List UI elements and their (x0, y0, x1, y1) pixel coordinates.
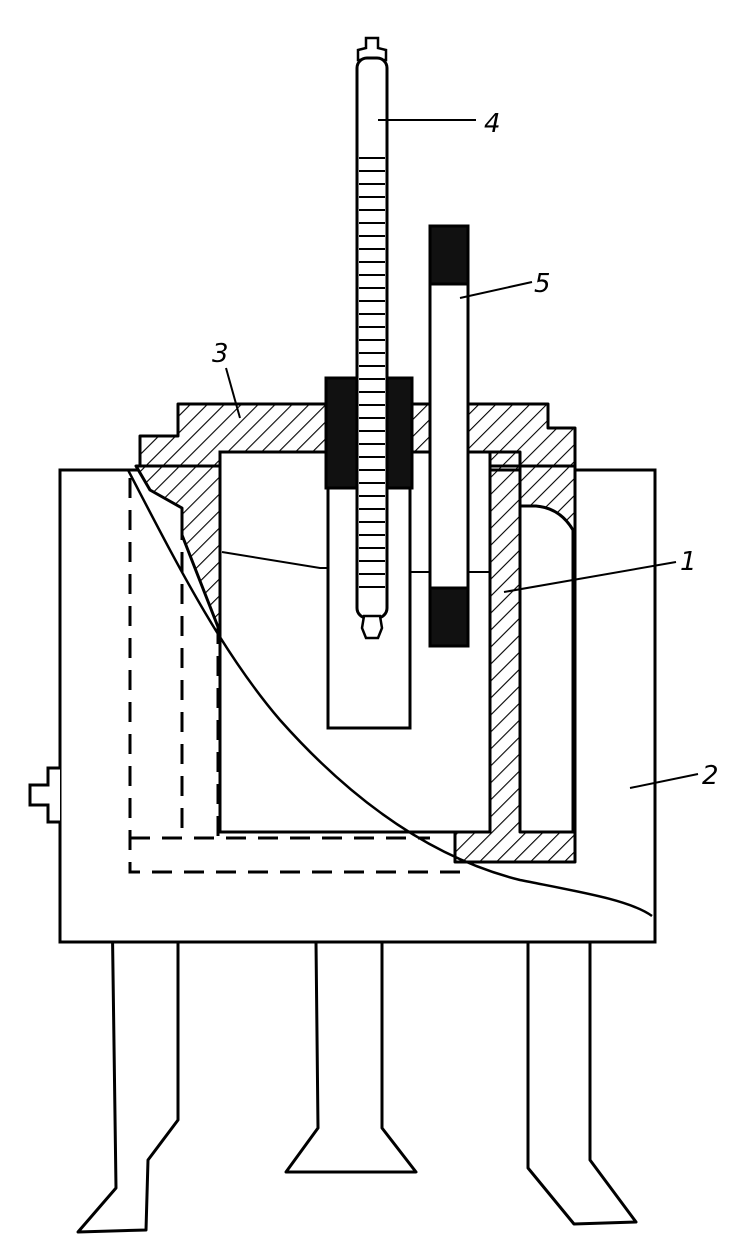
left-leg (76, 898, 180, 1234)
callout-label-2: 2 (702, 761, 719, 791)
right-leg (526, 898, 638, 1226)
side-tube-bottom-cap (428, 586, 470, 648)
side-tube (428, 224, 470, 648)
leader-1 (503, 561, 677, 593)
leader-2 (629, 773, 699, 789)
thermometer (355, 36, 389, 640)
side-tube-top-cap (428, 224, 470, 286)
side-knob (28, 766, 60, 824)
liquid-level (221, 551, 330, 569)
leader-3 (225, 367, 241, 419)
callout-label-1: 1 (680, 547, 697, 577)
callout-label-5: 5 (534, 269, 551, 299)
callout-label-3: 3 (212, 339, 229, 369)
leader-5 (459, 281, 533, 299)
side-tube-body (428, 224, 470, 646)
stand-legs (76, 898, 638, 1234)
thermometer-scale (359, 157, 385, 588)
thermometer-bulb-tip (360, 614, 384, 640)
callout-label-4: 4 (484, 109, 501, 139)
thermometer-top-cap (356, 36, 388, 62)
center-leg (284, 940, 418, 1174)
cutaway-line (126, 469, 653, 918)
leader-lines (225, 119, 699, 789)
